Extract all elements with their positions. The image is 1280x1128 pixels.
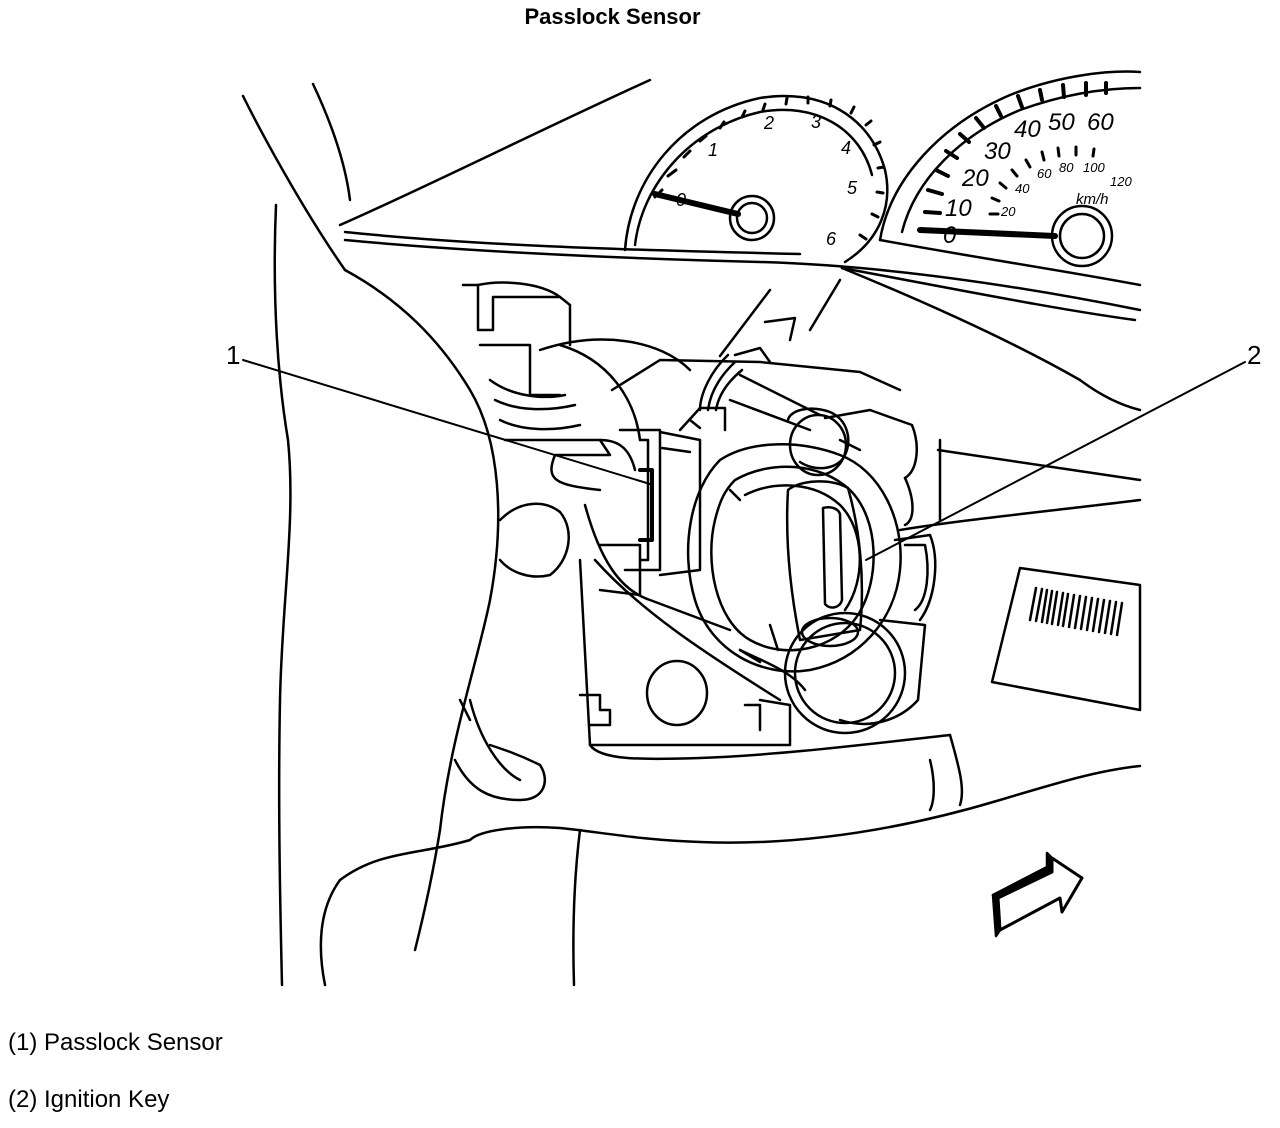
callout-leaders bbox=[242, 359, 1246, 561]
tach-label-2: 2 bbox=[763, 113, 774, 133]
ignition-key-drawing bbox=[783, 480, 907, 735]
kmh-label-40: 40 bbox=[1015, 181, 1030, 196]
kmh-label-100: 100 bbox=[1083, 160, 1105, 175]
kmh-label-120: 120 bbox=[1110, 174, 1132, 189]
tach-label-3: 3 bbox=[811, 112, 821, 132]
kmh-label-20: 20 bbox=[1000, 204, 1016, 219]
legend-item-ignition-key: (2) Ignition Key bbox=[8, 1086, 170, 1113]
diagram-title: Passlock Sensor bbox=[524, 4, 701, 29]
kmh-label-80: 80 bbox=[1059, 160, 1074, 175]
steering-column bbox=[458, 281, 692, 782]
callout-2-number: 2 bbox=[1247, 340, 1261, 370]
speedometer: 0 10 20 30 40 50 60 20 40 60 80 100 120 … bbox=[878, 70, 1142, 268]
kmh-unit-label: km/h bbox=[1076, 191, 1109, 208]
tach-label-1: 1 bbox=[708, 140, 718, 160]
switch-cover bbox=[578, 533, 937, 747]
vin-label bbox=[990, 566, 1142, 712]
lower-dash bbox=[588, 438, 1142, 812]
tach-label-4: 4 bbox=[841, 138, 851, 158]
callout-1-number: 1 bbox=[226, 340, 240, 370]
mph-label-60: 60 bbox=[1087, 109, 1114, 136]
ignition-lock-housing bbox=[578, 278, 918, 747]
passlock-sensor-illustration: 0 1 2 3 4 5 6 bbox=[226, 70, 1261, 987]
dashboard-outline bbox=[241, 78, 1142, 412]
tachometer: 0 1 2 3 4 5 6 bbox=[623, 94, 889, 264]
mph-label-30: 30 bbox=[984, 138, 1011, 165]
kmh-label-60: 60 bbox=[1037, 166, 1052, 181]
tach-label-5: 5 bbox=[847, 178, 858, 198]
mph-label-0: 0 bbox=[943, 222, 957, 249]
mph-label-50: 50 bbox=[1048, 109, 1075, 136]
mph-label-40: 40 bbox=[1014, 116, 1041, 143]
panel-hole bbox=[645, 659, 709, 727]
forward-arrow-icon bbox=[991, 851, 1084, 938]
mph-label-20: 20 bbox=[961, 165, 989, 192]
legend-item-passlock-sensor: (1) Passlock Sensor bbox=[8, 1029, 223, 1056]
mph-label-10: 10 bbox=[945, 195, 972, 222]
left-trim-panel bbox=[273, 203, 1142, 987]
tach-label-6: 6 bbox=[826, 229, 837, 249]
